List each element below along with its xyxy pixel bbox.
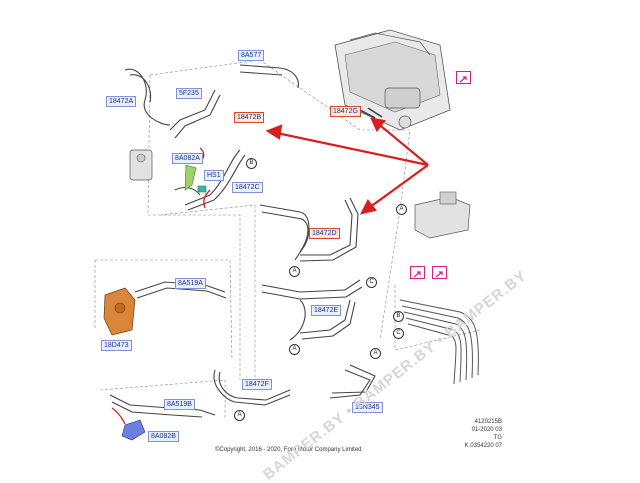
part-label-8a519a: 8A519A: [175, 278, 206, 289]
part-label-8a577: 8A577: [238, 50, 265, 61]
right-pipe-bundle: [399, 299, 479, 385]
valve-illustration: [129, 149, 153, 181]
blue-bracket-part: [121, 419, 146, 441]
reference-arrow-icon: [456, 71, 471, 84]
connector-marker-a: A: [370, 348, 381, 359]
lower-left-hose: [109, 281, 376, 418]
diagram-meta-block: 4120215B 01-2020 03 TG K 0354220 07: [465, 418, 502, 450]
diagram-code: 4120215B: [474, 419, 502, 425]
green-clip-part: [184, 164, 197, 191]
part-label-8a519b: 8A519B: [164, 399, 195, 410]
middle-hose-assembly: [259, 197, 363, 341]
reference-arrow-icon: [410, 266, 425, 279]
connector-marker-b: B: [246, 158, 257, 169]
copyright-text: ©Copyright, 2016 - 2020, Ford Motor Comp…: [215, 447, 362, 453]
part-label-18472b: 18472B: [234, 112, 265, 123]
diagram-date-code: 01-2020 03: [471, 427, 502, 433]
part-label-8a082b: 8A082B: [148, 431, 179, 442]
part-label-5f235: 5F235: [176, 88, 202, 99]
part-label-hs1: HS1: [204, 170, 224, 181]
connector-marker-a: A: [234, 410, 245, 421]
part-label-18472g: 18472G: [330, 106, 361, 117]
dashed-frames: [94, 59, 481, 420]
connector-marker-b: B: [393, 311, 404, 322]
part-label-18d473: 18D473: [101, 340, 132, 351]
part-label-18472e: 18472E: [311, 305, 342, 316]
part-label-18472d: 18472D: [309, 228, 340, 239]
orange-pump-illustration: [103, 287, 136, 336]
part-label-18472f: 18472F: [242, 379, 272, 390]
connector-marker-a: A: [289, 266, 300, 277]
hvac-unit-illustration: [334, 29, 451, 131]
connector-marker-c: C: [366, 277, 377, 288]
connector-marker-a: A: [396, 204, 407, 215]
diagram-ref-code: K 0354220 07: [464, 443, 502, 449]
red-callout-arrows: [265, 117, 429, 215]
connector-marker-c: C: [393, 328, 404, 339]
diagram-region-code: TG: [493, 435, 502, 441]
part-label-18472a: 18472A: [106, 96, 137, 107]
auxiliary-pump-illustration: [414, 191, 471, 239]
reference-arrow-icon: [432, 266, 447, 279]
part-label-18472c: 18472C: [232, 182, 263, 193]
upper-hose-assembly: [124, 64, 299, 211]
connector-marker-a: A: [289, 344, 300, 355]
teal-connector-part: [197, 185, 207, 193]
part-label-18n345: 18N345: [352, 402, 383, 413]
part-label-8a082a: 8A082A: [172, 153, 203, 164]
